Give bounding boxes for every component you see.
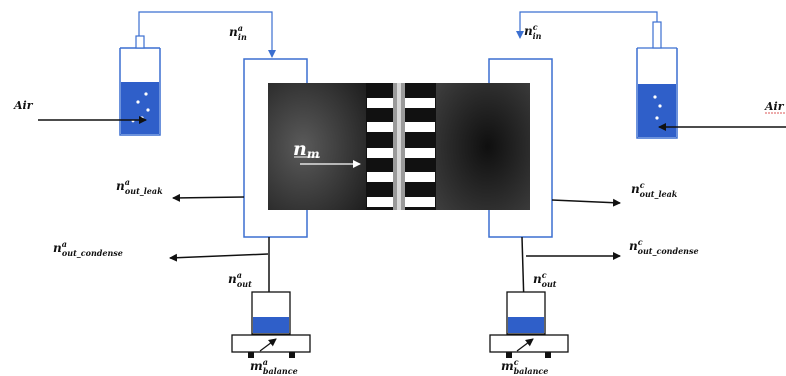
anode-leak-arrow bbox=[172, 193, 245, 202]
cathode-side-block bbox=[436, 83, 530, 210]
air-label-anode: Air bbox=[13, 99, 34, 112]
anode-collection-beaker bbox=[251, 291, 291, 335]
anode-side-block bbox=[268, 83, 368, 210]
anode-condense-arrow bbox=[169, 253, 269, 262]
air-label-cathode: Air bbox=[764, 100, 785, 113]
cathode-inlet-line bbox=[516, 11, 658, 39]
flow-channels bbox=[367, 98, 435, 207]
cathode-balance bbox=[489, 334, 569, 358]
cathode-leak-arrow bbox=[551, 198, 621, 207]
anode-balance bbox=[231, 334, 311, 358]
cathode-humidifier-bottle bbox=[636, 21, 678, 139]
fuel-cell-stack bbox=[268, 83, 530, 210]
cathode-collection-beaker bbox=[506, 291, 546, 335]
anode-inlet-line bbox=[138, 11, 276, 58]
